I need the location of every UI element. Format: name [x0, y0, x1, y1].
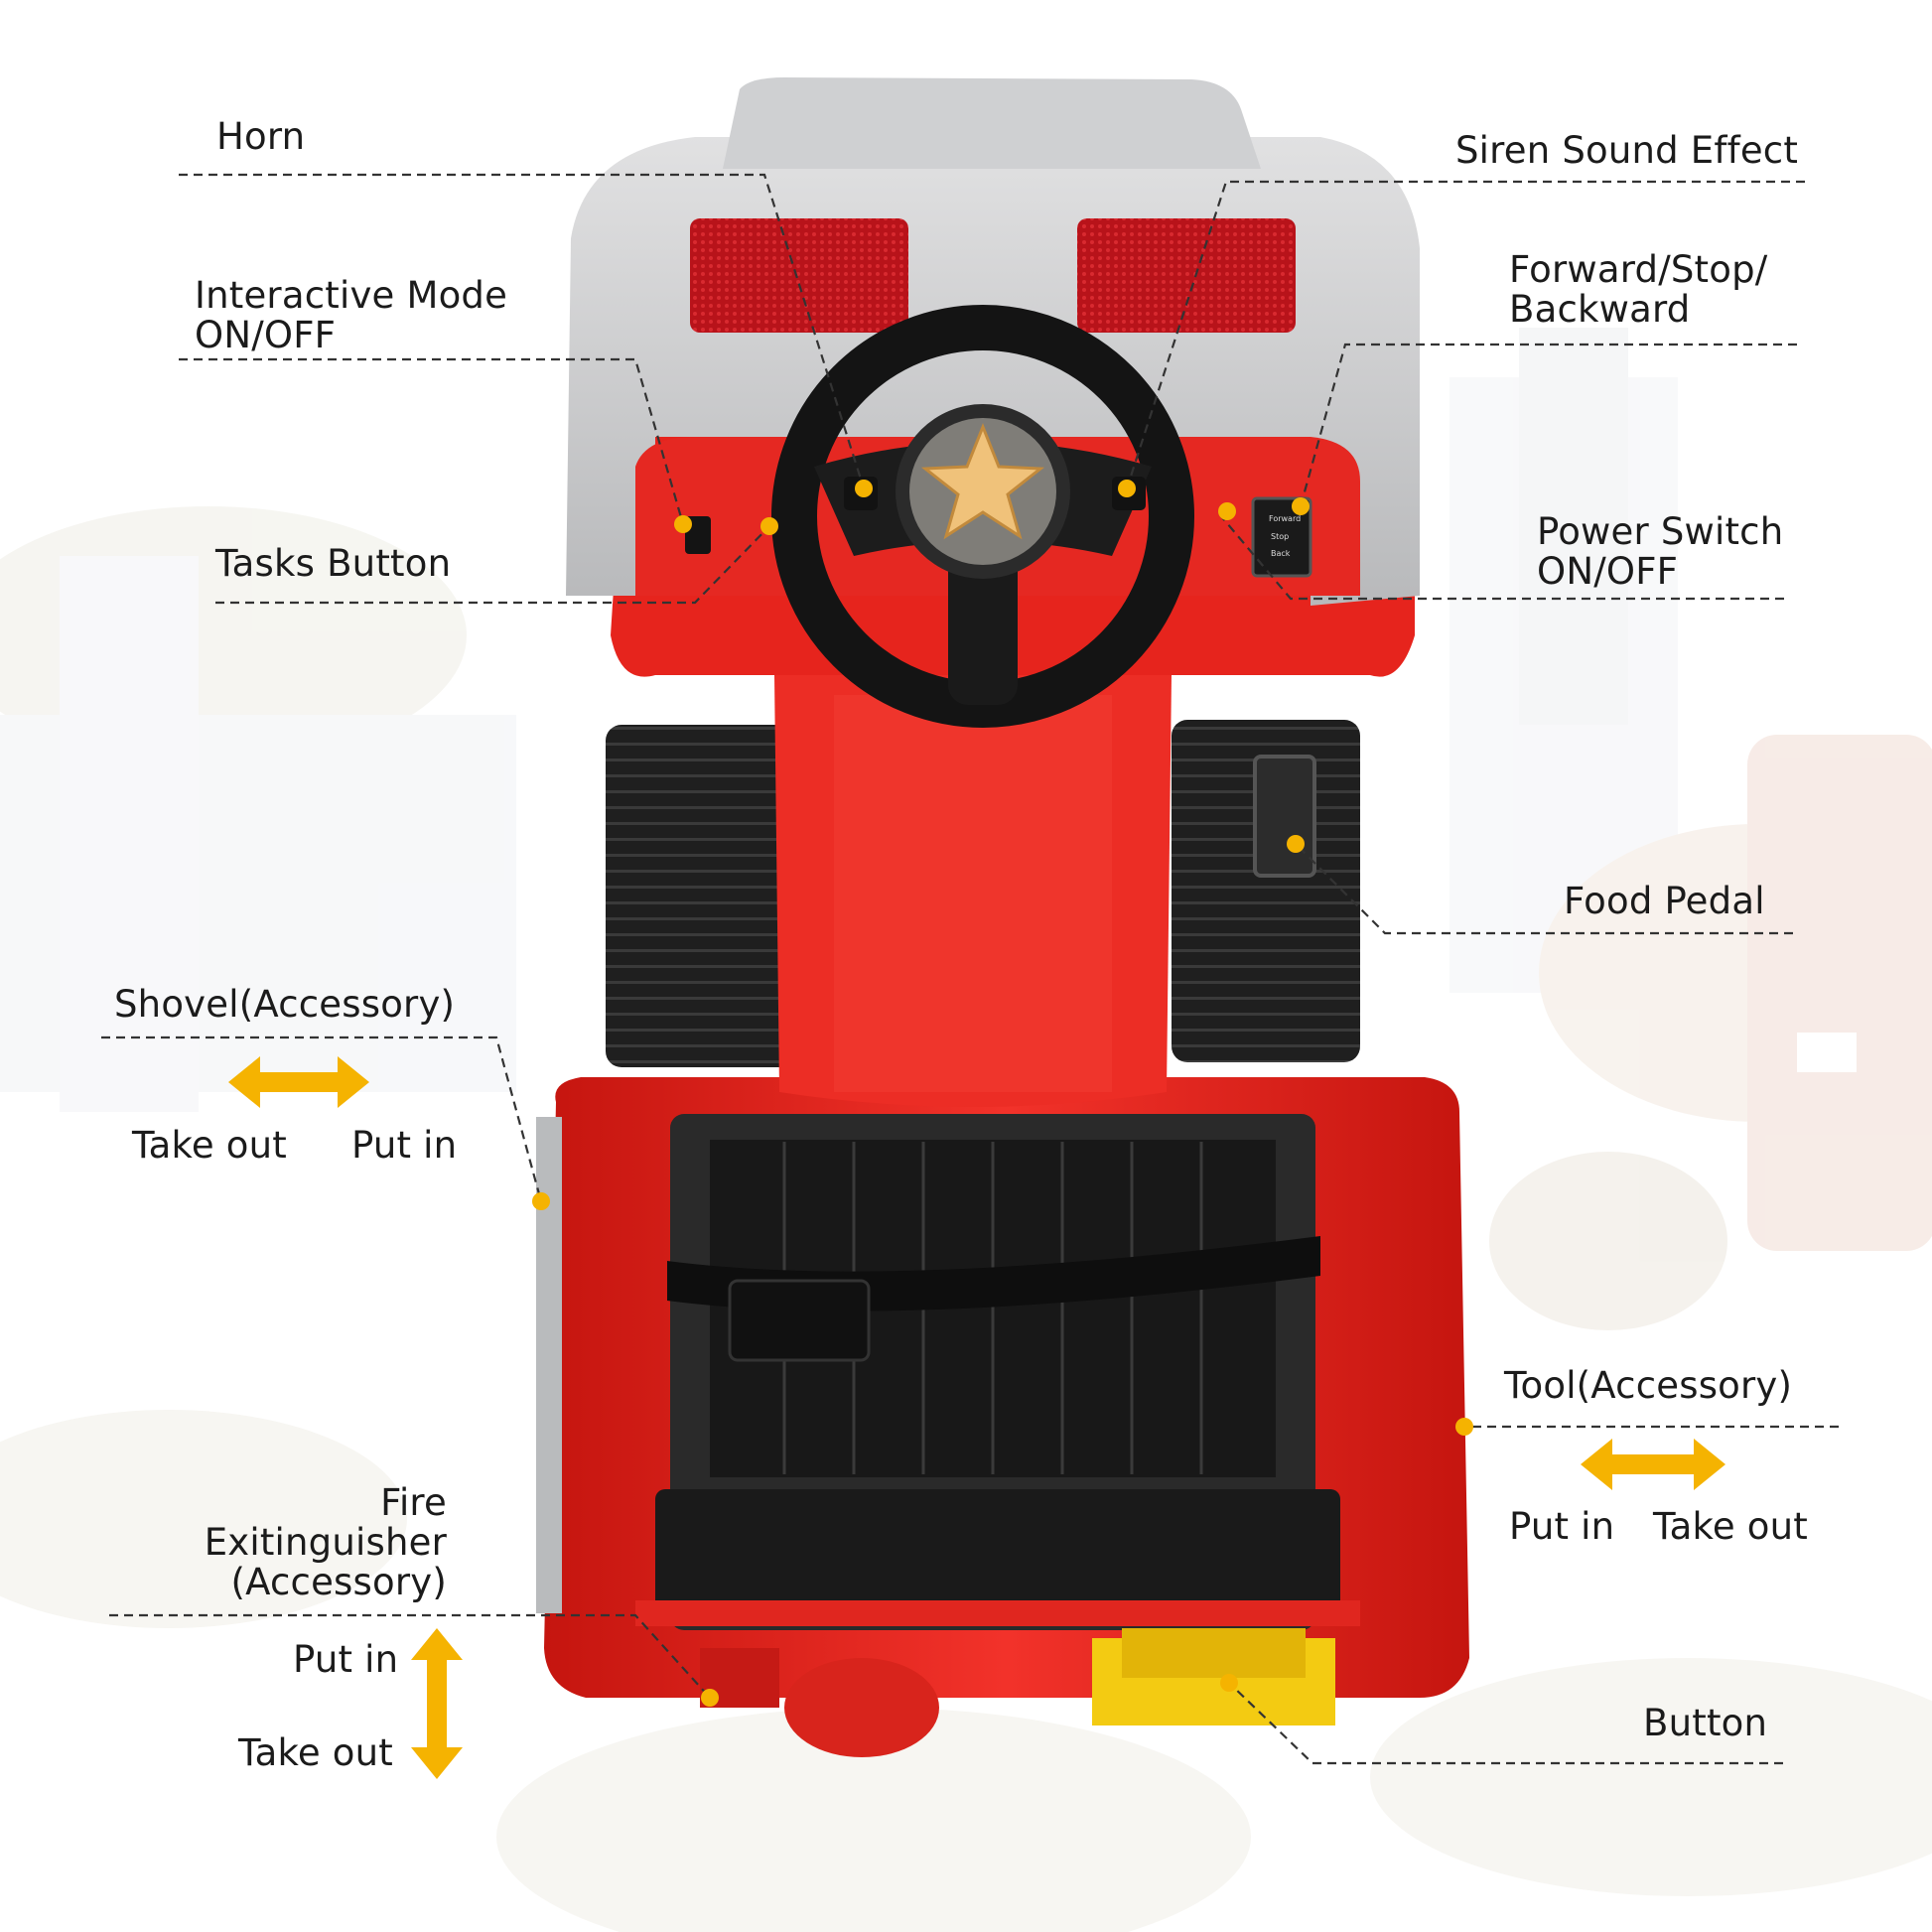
- siren-sound-effect-label: Siren Sound Effect: [1455, 129, 1799, 172]
- switch-stop-text: Stop: [1271, 532, 1289, 541]
- shovel-take-out-label: Take out: [132, 1124, 287, 1167]
- leader-lines: [101, 173, 1839, 1765]
- tool-double-arrow: [1581, 1439, 1725, 1490]
- arrows: [228, 1056, 1725, 1779]
- shovel-double-arrow: [228, 1056, 369, 1108]
- tool-label: Tool(Accessory): [1504, 1364, 1793, 1407]
- horn-label: Horn: [216, 115, 306, 158]
- sheriff-star-badge: [920, 422, 1045, 540]
- power-switch-label: Power Switch ON/OFF: [1537, 510, 1784, 593]
- tool-take-out-label: Take out: [1653, 1505, 1808, 1548]
- shovel-label: Shovel(Accessory): [114, 983, 456, 1026]
- fire-extinguisher-label: Fire Exitinguisher (Accessory): [204, 1481, 447, 1603]
- switch-forward-text: Forward: [1269, 514, 1301, 523]
- steering-wheel: [771, 305, 1194, 728]
- extinguisher-double-arrow: [411, 1628, 463, 1779]
- truck-rear-body: [536, 1077, 1469, 1757]
- tool-put-in-label: Put in: [1509, 1505, 1615, 1548]
- forward-stop-backward-label: Forward/Stop/ Backward: [1509, 248, 1768, 331]
- background-scenery: [0, 328, 1932, 1932]
- button-label: Button: [1643, 1702, 1768, 1744]
- food-pedal-label: Food Pedal: [1564, 880, 1765, 922]
- side-step-pads: [606, 720, 1360, 1067]
- callout-dots: [532, 480, 1473, 1707]
- tasks-button-label: Tasks Button: [215, 542, 452, 585]
- interactive-mode-label: Interactive Mode ON/OFF: [195, 274, 508, 356]
- extinguisher-take-out-label: Take out: [238, 1731, 393, 1774]
- extinguisher-put-in-label: Put in: [293, 1638, 399, 1681]
- switch-back-text: Back: [1271, 549, 1291, 558]
- shovel-put-in-label: Put in: [351, 1124, 458, 1167]
